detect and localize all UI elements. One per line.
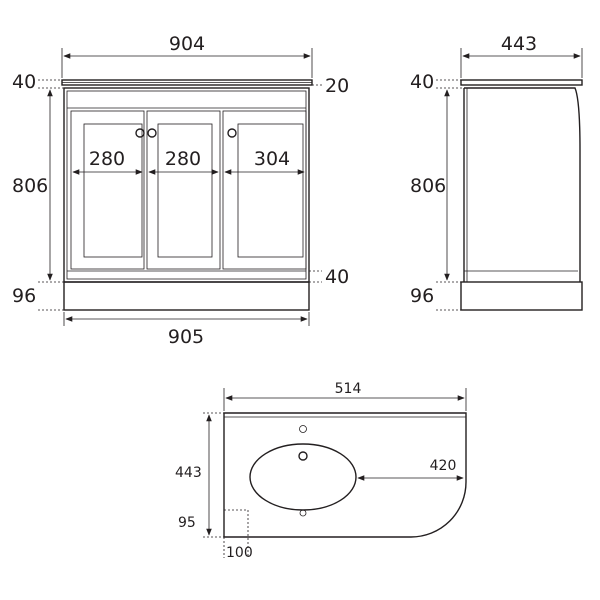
front-door-left [70,110,145,270]
dim-front-width-top: 904 [169,33,205,55]
dim-front-plinth-gap: 40 [325,266,349,288]
dim-front-body-height: 806 [12,175,48,197]
front-view: 904 905 40 806 96 20 40 280 280 304 [12,33,349,348]
dim-plan-width: 514 [335,381,362,397]
front-door-right [222,110,307,270]
dim-front-top-thickness: 40 [12,71,36,93]
dim-plan-side-offset: 100 [226,545,253,561]
tap-hole-icon [299,425,307,433]
plan-basin [249,443,357,511]
front-countertop [61,79,313,86]
dim-front-plinth-height: 96 [12,285,36,307]
dim-front-width-base: 905 [168,326,204,348]
dim-side-plinth-height: 96 [410,285,434,307]
dim-side-depth: 443 [501,33,537,55]
dim-door-width-middle: 280 [165,148,201,170]
dim-plan-depth: 443 [175,465,202,481]
dim-side-top-thickness: 40 [410,71,434,93]
overflow-hole-icon [299,509,307,517]
dim-plan-front-offset: 95 [178,515,196,531]
front-door-middle [146,110,221,270]
drain-hole-icon [298,451,308,461]
front-cabinet-body [63,87,310,283]
dim-side-body-height: 806 [410,175,446,197]
side-plinth [460,281,583,311]
dim-front-top-overhang: 20 [325,75,349,97]
door-knob-icon [147,128,157,138]
plan-countertop-outline [223,412,467,538]
door-knob-icon [227,128,237,138]
dim-plan-basin-offset: 420 [430,458,457,474]
plan-view: 514 443 95 100 420 [175,381,467,561]
front-plinth [63,281,310,311]
dim-door-width-right: 304 [254,148,290,170]
door-knob-icon [135,128,145,138]
side-cabinet-body [463,87,581,282]
dim-door-width-left: 280 [89,148,125,170]
side-countertop [460,79,583,86]
side-view: 443 40 806 96 [410,33,583,311]
